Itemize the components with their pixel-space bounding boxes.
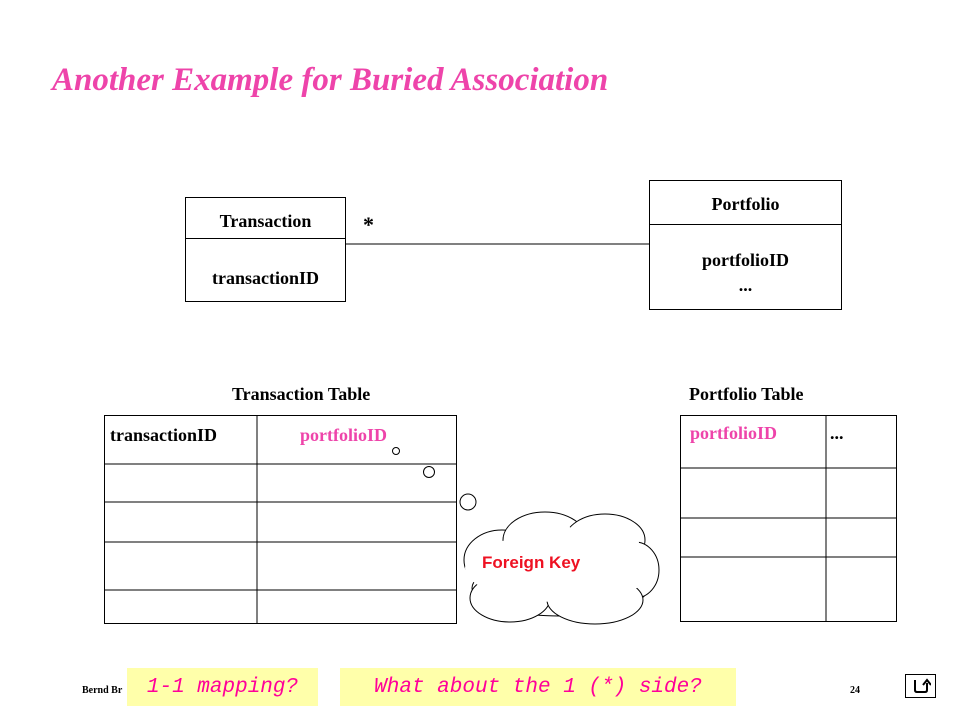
thought-bubble-large <box>459 493 477 511</box>
cloud-label: Foreign Key <box>482 553 581 572</box>
class-attribute-transactionid: transactionID <box>186 238 345 301</box>
return-arrow-icon <box>913 678 931 693</box>
page-title: Another Example for Buried Association <box>52 62 609 98</box>
thought-bubble-small <box>392 447 400 455</box>
transaction-table-header-transactionid: transactionID <box>110 425 217 445</box>
class-attribute-more: ... <box>738 275 753 295</box>
class-attributes-portfolio: portfolioID ... <box>650 224 841 309</box>
portfolio-table-header-portfolioid: portfolioID <box>690 423 777 443</box>
foreign-key-cloud <box>392 447 660 625</box>
uml-class-portfolio: Portfolio portfolioID ... <box>649 180 842 310</box>
footer-author: Bernd Br <box>82 685 123 696</box>
page-number: 24 <box>850 685 860 696</box>
portfolio-table-header-more: ... <box>830 423 844 443</box>
thought-bubble-medium <box>423 466 435 478</box>
class-name-transaction: Transaction <box>219 211 312 231</box>
class-name-portfolio: Portfolio <box>711 194 780 214</box>
portfolio-table-caption: Portfolio Table <box>689 384 804 404</box>
callout-question: What about the 1 (*) side? <box>340 668 736 706</box>
class-attribute-portfolioid: portfolioID <box>702 250 789 270</box>
transaction-table-caption: Transaction Table <box>232 384 371 404</box>
transaction-table-header-portfolioid: portfolioID <box>300 425 387 445</box>
uml-class-transaction: Transaction transactionID <box>185 197 346 302</box>
callout-mapping: 1-1 mapping? <box>127 668 318 706</box>
portfolio-table <box>680 415 897 622</box>
multiplicity-label: * <box>363 212 374 237</box>
return-nav-button[interactable] <box>905 674 936 698</box>
